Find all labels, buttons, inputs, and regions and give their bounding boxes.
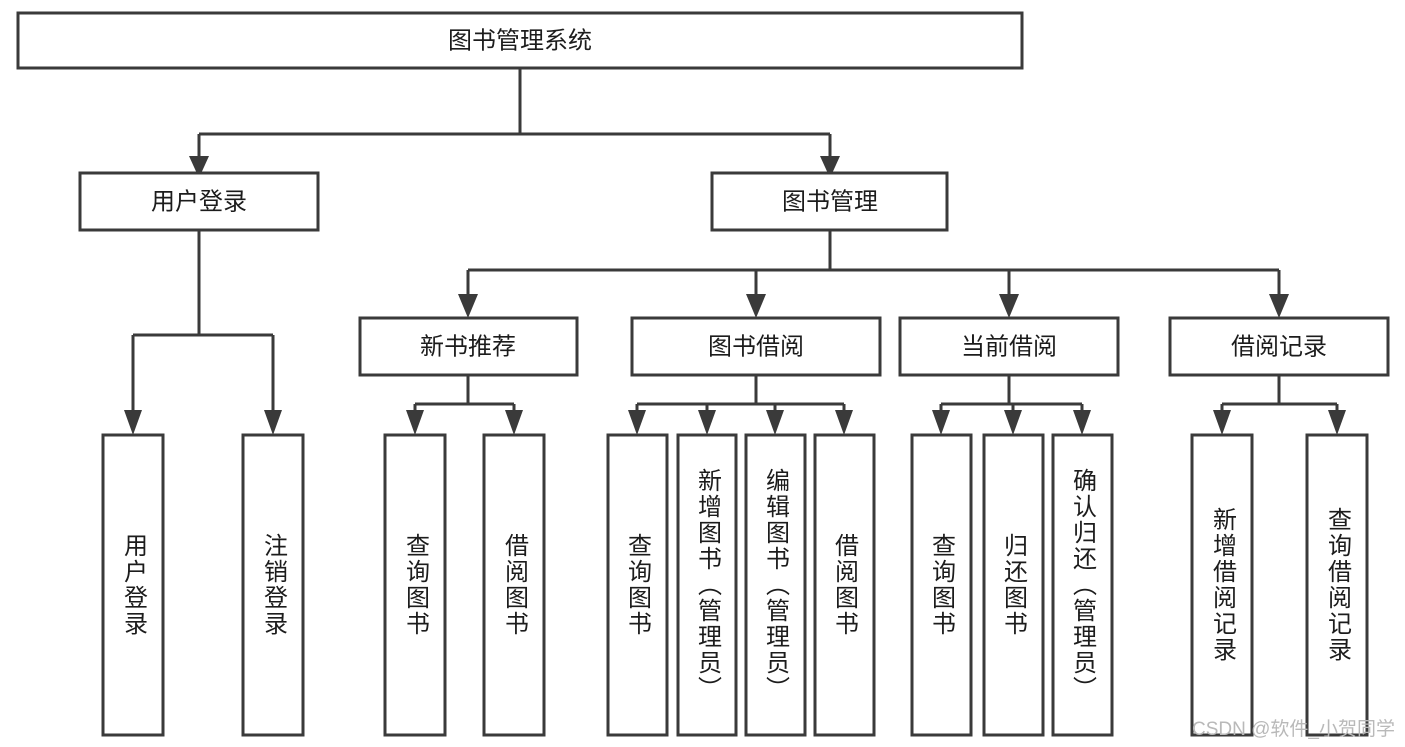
node-leaf-query-book-1-box[interactable]: [383, 433, 447, 737]
arrow-head-borrow-record: [1269, 294, 1289, 318]
arrow-head-leaf-borrow-book-1: [505, 410, 523, 435]
node-leaf-user-login-box[interactable]: [101, 433, 165, 737]
node-leaf-return-book-box[interactable]: [982, 433, 1045, 737]
node-leaf-logout[interactable]: 注销登录: [241, 433, 305, 737]
node-user-login-label: 用户登录: [151, 188, 247, 215]
node-borrow-record-label: 借阅记录: [1231, 333, 1327, 360]
arrow-head-book-borrow: [746, 294, 766, 318]
arrow-head-leaf-confirm-return: [1073, 410, 1091, 435]
connector-layer: [124, 68, 1346, 435]
node-current-borrow-box[interactable]: [898, 316, 1120, 377]
node-book-management-label: 图书管理: [782, 188, 878, 215]
arrow-head-leaf-query-book-3: [932, 410, 950, 435]
arrow-head-leaf-query-record: [1328, 410, 1346, 435]
node-new-book-recommend-box[interactable]: [358, 316, 579, 377]
arrow-head-leaf-return-book: [1004, 410, 1022, 435]
node-new-book-recommend-label: 新书推荐: [420, 333, 516, 360]
node-leaf-borrow-book-2-label: 借阅图书: [831, 533, 859, 637]
node-leaf-query-book-3-label: 查询图书: [928, 533, 956, 637]
arrow-head-leaf-add-record: [1213, 410, 1231, 435]
arrow-head-current-borrow: [999, 294, 1019, 318]
arrow-head-leaf-user-login: [124, 410, 142, 435]
node-leaf-borrow-book-1[interactable]: 借阅图书: [482, 433, 546, 737]
node-root[interactable]: 图书管理系统: [16, 11, 1024, 70]
node-leaf-borrow-book-2-box[interactable]: [813, 433, 876, 737]
node-leaf-add-record-label: 新增借阅记录: [1209, 507, 1237, 663]
node-leaf-query-book-2-label: 查询图书: [624, 533, 652, 637]
node-root-box[interactable]: [16, 11, 1024, 70]
node-leaf-confirm-return-label: 确认归还（管理员）: [1069, 468, 1097, 702]
node-user-login[interactable]: 用户登录: [78, 171, 320, 232]
node-leaf-query-book-1[interactable]: 查询图书: [383, 433, 447, 737]
node-book-borrow-box[interactable]: [630, 316, 882, 377]
node-current-borrow-label: 当前借阅: [961, 333, 1057, 360]
node-leaf-add-record[interactable]: 新增借阅记录: [1190, 433, 1254, 737]
arrow-head-book-management: [820, 156, 840, 178]
node-leaf-logout-box[interactable]: [241, 433, 305, 737]
node-book-borrow-label: 图书借阅: [708, 333, 804, 360]
arrow-head-new-book-recommend: [458, 294, 478, 318]
arrow-head-leaf-query-book-2: [628, 410, 646, 435]
node-user-login-box[interactable]: [78, 171, 320, 232]
arrow-head-leaf-borrow-book-2: [835, 410, 853, 435]
node-leaf-add-record-box[interactable]: [1190, 433, 1254, 737]
node-book-management-box[interactable]: [710, 171, 949, 232]
arrow-head-leaf-query-book-1: [406, 410, 424, 435]
node-leaf-return-book-label: 归还图书: [1000, 533, 1028, 637]
arrow-head-user-login: [189, 156, 209, 178]
arrow-head-leaf-logout: [264, 410, 282, 435]
node-book-borrow[interactable]: 图书借阅: [630, 316, 882, 377]
node-leaf-edit-book-label: 编辑图书（管理员）: [762, 468, 790, 702]
node-root-label: 图书管理系统: [448, 27, 592, 54]
node-leaf-query-book-1-label: 查询图书: [402, 533, 430, 637]
node-leaf-query-record[interactable]: 查询借阅记录: [1305, 433, 1369, 737]
node-leaf-query-book-3[interactable]: 查询图书: [910, 433, 973, 737]
node-leaf-borrow-book-2[interactable]: 借阅图书: [813, 433, 876, 737]
node-borrow-record[interactable]: 借阅记录: [1168, 316, 1390, 377]
node-leaf-edit-book[interactable]: 编辑图书（管理员）: [744, 433, 807, 737]
node-leaf-confirm-return-box[interactable]: [1051, 433, 1114, 737]
node-leaf-query-book-3-box[interactable]: [910, 433, 973, 737]
node-leaf-confirm-return[interactable]: 确认归还（管理员）: [1051, 433, 1114, 737]
node-book-management[interactable]: 图书管理: [710, 171, 949, 232]
node-leaf-borrow-book-1-box[interactable]: [482, 433, 546, 737]
node-leaf-user-login[interactable]: 用户登录: [101, 433, 165, 737]
arrow-head-leaf-add-book: [698, 410, 716, 435]
node-current-borrow[interactable]: 当前借阅: [898, 316, 1120, 377]
node-leaf-user-login-label: 用户登录: [120, 533, 148, 637]
node-leaf-borrow-book-1-label: 借阅图书: [501, 533, 529, 637]
csdn-watermark: CSDN @软件_小贺同学: [1192, 719, 1395, 740]
node-leaf-query-book-2-box[interactable]: [606, 433, 669, 737]
node-leaf-add-book-label: 新增图书（管理员）: [694, 468, 722, 702]
node-leaf-add-book-box[interactable]: [676, 433, 738, 737]
node-leaf-logout-label: 注销登录: [260, 533, 288, 637]
node-leaf-return-book[interactable]: 归还图书: [982, 433, 1045, 737]
node-borrow-record-box[interactable]: [1168, 316, 1390, 377]
node-leaf-edit-book-box[interactable]: [744, 433, 807, 737]
node-leaf-query-record-label: 查询借阅记录: [1324, 507, 1352, 663]
node-leaf-query-book-2[interactable]: 查询图书: [606, 433, 669, 737]
arrow-head-leaf-edit-book: [766, 410, 784, 435]
node-new-book-recommend[interactable]: 新书推荐: [358, 316, 579, 377]
node-leaf-query-record-box[interactable]: [1305, 433, 1369, 737]
node-leaf-add-book[interactable]: 新增图书（管理员）: [676, 433, 738, 737]
